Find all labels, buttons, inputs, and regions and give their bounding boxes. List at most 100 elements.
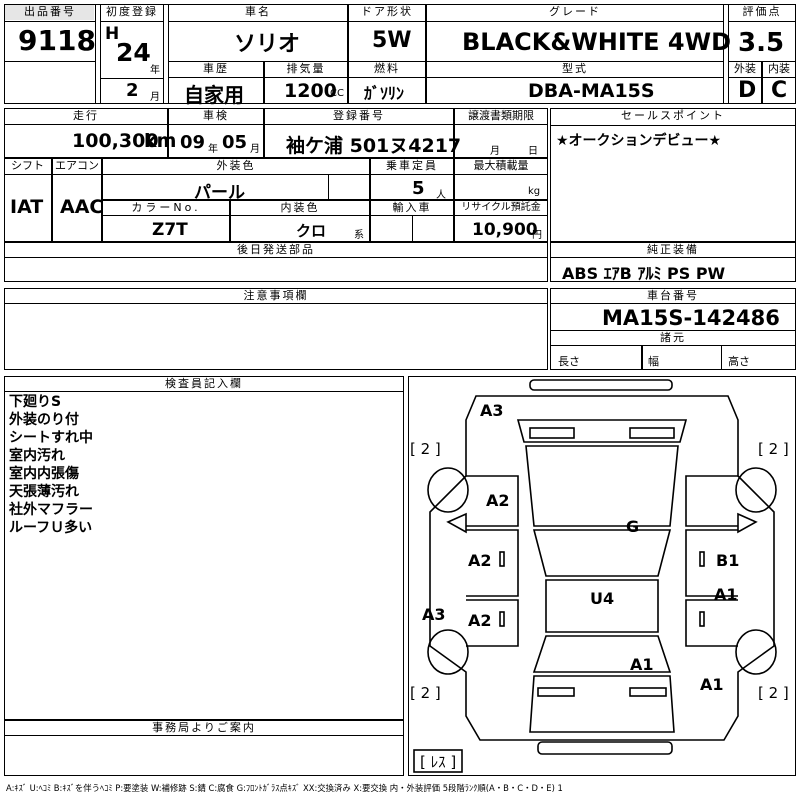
registration-month: 2: [126, 80, 139, 101]
color-number-label: カラーNo.: [102, 200, 230, 216]
selling-point-label: セールスポイント: [550, 108, 796, 126]
inspector-note: シートすれ中: [9, 430, 93, 446]
equipment: ABS ｴｱB ｱﾙﾐ PS PW: [562, 264, 726, 283]
windshield: [532, 529, 672, 577]
damage-a3-left: A3: [422, 605, 446, 624]
equipment-label: 純正装備: [550, 242, 796, 258]
exterior-color-label: 外装色: [102, 158, 370, 175]
first-registration-label: 初度登録: [100, 4, 164, 22]
rear-window: [532, 635, 672, 673]
exterior-grade: D: [738, 78, 757, 103]
inspector-note: 下廻りS: [9, 394, 62, 410]
inspector-note: ルーフＵ多い: [9, 520, 93, 536]
fuel: ｶﾞｿﾘﾝ: [364, 84, 405, 103]
damage-a3-front: A3: [480, 401, 504, 420]
length-label: 長さ: [558, 355, 580, 368]
left-rear-door: [466, 599, 519, 647]
caution-label: 注意事項欄: [4, 288, 548, 304]
model-code-label: 型式: [426, 61, 724, 78]
spare-tire: [ ﾚｽ ]: [420, 753, 456, 771]
height-label: 高さ: [728, 355, 750, 368]
specs-label: 諸元: [550, 330, 796, 346]
capacity-label: 乗車定員: [370, 158, 454, 175]
wheel-front-left: [427, 467, 469, 513]
inspector-note: 室内汚れ: [9, 448, 65, 464]
month-unit: 月: [150, 92, 160, 103]
chassis-label: 車台番号: [550, 288, 796, 304]
displacement-label: 排気量: [264, 61, 348, 78]
left-front-fender: [466, 475, 519, 527]
tire-rear-right: [ 2 ]: [758, 684, 789, 702]
model-code: DBA-MA15S: [528, 80, 655, 102]
color-number: Z7T: [152, 220, 188, 240]
office-notes-label: 事務局よりご案内: [4, 720, 404, 736]
inspection-year: 09: [180, 132, 206, 153]
rear-bumper: [537, 741, 673, 755]
interior-grade: C: [771, 78, 788, 103]
right-front-door: [685, 529, 738, 597]
roof: [545, 579, 659, 633]
selling-point: ★オークションデビュー★: [556, 133, 722, 149]
wheel-rear-right: [735, 629, 777, 675]
transfer-day-unit: 日: [528, 146, 538, 157]
tire-rear-left: [ 2 ]: [410, 684, 441, 702]
damage-u4-roof: U4: [590, 589, 614, 608]
recycle-deposit-unit: 円: [532, 230, 542, 241]
year-unit: 年: [150, 65, 160, 76]
shift-label: シフト: [4, 158, 52, 175]
door-type-label: ドア形状: [348, 4, 426, 22]
inspector-notes: 下廻りS 外装のり付 シートすれ中 室内汚れ 室内内張傷 天張薄汚れ 社外マフラ…: [9, 393, 93, 537]
legend: A:ｷｽﾞ U:ﾍｺﾐ B:ｷｽﾞを伴うﾍｺﾐ P:要塗装 W:補修跡 S:錆 …: [6, 783, 563, 793]
capacity-unit: 人: [436, 190, 446, 201]
damage-diagram-frame: [408, 376, 796, 776]
width-label: 幅: [648, 355, 659, 368]
tailgate: [529, 675, 675, 733]
plate-number: 袖ケ浦 501ヌ4217: [286, 135, 462, 157]
spare-tire-box: [413, 749, 463, 773]
displacement-unit: CC: [330, 88, 344, 99]
inspector-note: 外装のり付: [9, 412, 79, 428]
max-load-unit: kg: [528, 186, 541, 197]
interior-color: クロ: [296, 222, 327, 240]
exterior-color: パール: [194, 183, 245, 203]
damage-a1-rear: A1: [700, 675, 724, 694]
car-name: ソリオ: [234, 32, 301, 57]
damage-a2-left-lower: A2: [468, 611, 492, 630]
mileage: 100,300: [72, 130, 159, 152]
hood: [525, 445, 679, 527]
mileage-label: 走行: [4, 108, 168, 125]
import-label: 輸入車: [370, 200, 454, 216]
door-type: 5W: [372, 28, 412, 53]
interior-color-label: 内装色: [230, 200, 370, 216]
shift: IAT: [10, 196, 44, 218]
right-front-fender: [685, 475, 738, 527]
inspector-note: 室内内張傷: [9, 466, 79, 482]
inspector-note: 社外マフラー: [9, 502, 93, 518]
aircon: AAC: [60, 196, 104, 218]
transfer-month-unit: 月: [490, 146, 500, 157]
inspector-note: 天張薄汚れ: [9, 484, 79, 500]
tire-front-left: [ 2 ]: [410, 440, 441, 458]
recycle-deposit-label: リサイクル預託金: [454, 200, 548, 216]
right-rear-door: [685, 599, 738, 647]
capacity: 5: [412, 178, 425, 199]
plate-label: 登録番号: [264, 108, 454, 125]
lot-number: 9118: [18, 24, 96, 57]
score-label: 評価点: [728, 4, 796, 22]
damage-b1-right: B1: [716, 551, 739, 570]
damage-g-windshield: G: [626, 517, 639, 536]
car-body-outline: [429, 395, 775, 741]
damage-a1-roof: A1: [630, 655, 654, 674]
car-diagram: A3 A2 G A2 B1 U4 A1 A3 A2 A1 A1 [ 2 ] [ …: [410, 379, 789, 773]
interior-color-unit: 系: [354, 230, 364, 241]
registration-year: 24: [116, 38, 151, 67]
aircon-label: エアコン: [52, 158, 102, 175]
displacement: 1200: [284, 80, 337, 102]
grade-label: グレード: [426, 4, 724, 22]
inspector-notes-label: 検査員記入欄: [4, 376, 404, 392]
chassis-number: MA15S-142486: [602, 306, 780, 330]
inspection-year-unit: 年: [208, 144, 218, 155]
wheel-rear-left: [427, 629, 469, 675]
recycle-deposit: 10,900: [472, 220, 538, 240]
interior-grade-label: 内装: [762, 61, 796, 78]
